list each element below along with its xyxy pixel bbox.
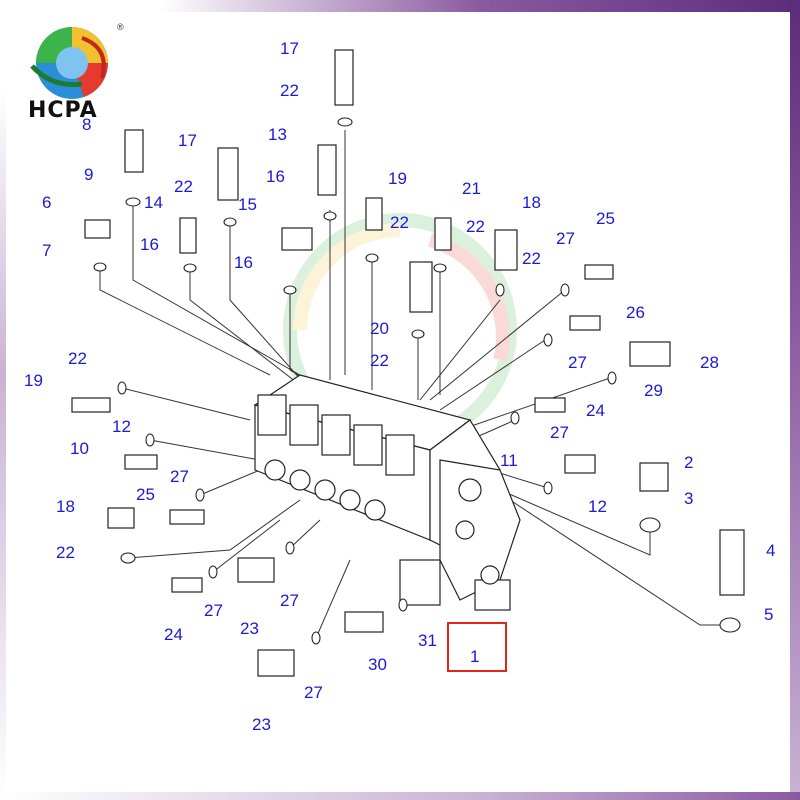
- callout-26: 26: [626, 303, 645, 322]
- callout-25: 25: [596, 209, 615, 228]
- callout-29: 29: [644, 381, 663, 400]
- callout-28: 28: [700, 353, 719, 372]
- callout-18: 18: [56, 497, 75, 516]
- callout-5: 5: [764, 605, 773, 624]
- callout-14: 14: [144, 193, 163, 212]
- callout-16: 16: [234, 253, 253, 272]
- callout-2: 2: [684, 453, 693, 472]
- control-valve-body: [253, 374, 521, 611]
- highlight-box-part-1: [447, 622, 507, 672]
- callout-27: 27: [556, 229, 575, 248]
- callout-24: 24: [586, 401, 605, 420]
- callout-17: 17: [178, 131, 197, 150]
- callout-16: 16: [266, 167, 285, 186]
- frame-border-left: [0, 90, 6, 800]
- callout-22: 22: [56, 543, 75, 562]
- callout-27: 27: [304, 683, 323, 702]
- callout-22: 22: [174, 177, 193, 196]
- callout-12: 12: [588, 497, 607, 516]
- callout-6: 6: [42, 193, 51, 212]
- callout-22: 22: [522, 249, 541, 268]
- callout-17: 17: [280, 39, 299, 58]
- callout-labels: 17 22 8 17 13 9 14 22 15 16 19 21 6 22 2…: [24, 39, 775, 734]
- callout-22: 22: [466, 217, 485, 236]
- callout-19: 19: [388, 169, 407, 188]
- callout-21: 21: [462, 179, 481, 198]
- callout-27: 27: [550, 423, 569, 442]
- o-rings: [93, 117, 741, 645]
- callout-20: 20: [370, 319, 389, 338]
- callout-22: 22: [280, 81, 299, 100]
- callout-27: 27: [204, 601, 223, 620]
- callout-22: 22: [68, 349, 87, 368]
- brand-logo-icon: [30, 27, 109, 99]
- callout-19: 19: [24, 371, 43, 390]
- callout-4: 4: [766, 541, 775, 560]
- callout-22: 22: [370, 351, 389, 370]
- callout-25: 25: [136, 485, 155, 504]
- callout-24: 24: [164, 625, 183, 644]
- frame-border-bottom: [0, 792, 800, 800]
- callout-15: 15: [238, 195, 257, 214]
- callout-13: 13: [268, 125, 287, 144]
- callout-9: 9: [84, 165, 93, 184]
- callout-31: 31: [418, 631, 437, 650]
- callout-16: 16: [140, 235, 159, 254]
- callout-10: 10: [70, 439, 89, 458]
- callout-27: 27: [280, 591, 299, 610]
- callout-27: 27: [170, 467, 189, 486]
- callout-22: 22: [390, 213, 409, 232]
- callout-30: 30: [368, 655, 387, 674]
- brand-name: HCPA: [28, 98, 98, 123]
- callout-1: 1: [470, 647, 479, 666]
- callout-27: 27: [568, 353, 587, 372]
- callout-3: 3: [684, 489, 693, 508]
- callout-7: 7: [42, 241, 51, 260]
- callout-23: 23: [240, 619, 259, 638]
- registered-mark: ®: [117, 22, 124, 32]
- callout-11: 11: [500, 451, 518, 470]
- callout-23: 23: [252, 715, 271, 734]
- callout-8: 8: [82, 115, 91, 134]
- fitting-parts: [71, 49, 745, 677]
- callout-18: 18: [522, 193, 541, 212]
- callout-12: 12: [112, 417, 131, 436]
- frame-border-right: [790, 0, 800, 800]
- frame-border-top: [0, 0, 800, 12]
